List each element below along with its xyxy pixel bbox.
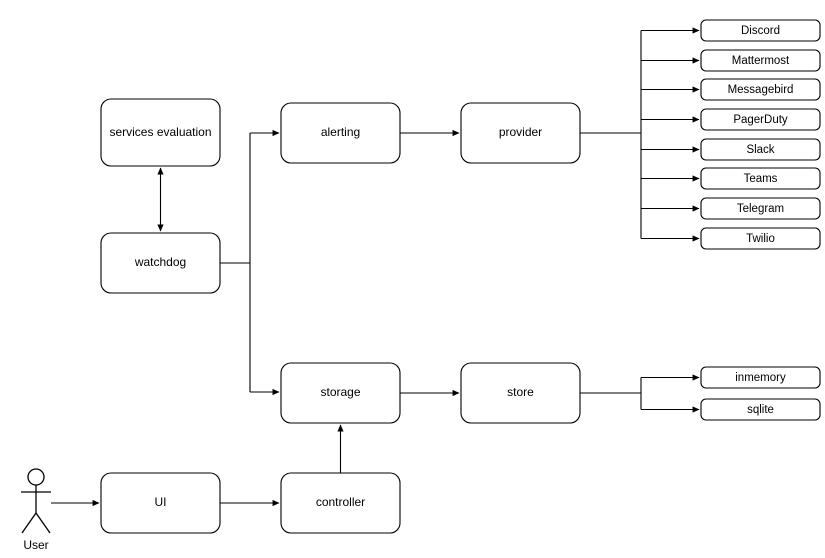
node-twilio-box[interactable] (700, 227, 821, 250)
node-storage-label: storage (320, 385, 360, 399)
node-teams[interactable]: Teams (700, 167, 821, 190)
actor-user-label: User (23, 538, 48, 552)
node-inmemory-label: inmemory (735, 372, 786, 384)
node-pagerduty-box[interactable] (700, 108, 821, 131)
provider-leaf-list: Discord Mattermost Messagebird PagerDuty… (700, 19, 821, 250)
node-storage[interactable]: storage (280, 362, 401, 424)
node-teams-label: Teams (744, 173, 778, 185)
node-twilio-label: Twilio (746, 233, 775, 245)
node-controller[interactable]: controller (280, 472, 401, 534)
node-sqlite-box[interactable] (700, 398, 821, 421)
node-slack-box[interactable] (700, 138, 821, 161)
node-store[interactable]: store (460, 362, 581, 424)
edge-layer (51, 27, 700, 507)
stick-figure-left-leg-icon (21, 512, 37, 534)
node-controller-label: controller (316, 495, 365, 509)
node-services-evaluation-box[interactable] (100, 98, 221, 167)
node-controller-box[interactable] (280, 472, 401, 534)
node-teams-box[interactable] (700, 167, 821, 190)
node-messagebird[interactable]: Messagebird (700, 78, 821, 101)
node-sqlite[interactable]: sqlite (700, 398, 821, 421)
stick-figure-right-leg-icon (35, 512, 51, 534)
node-provider[interactable]: provider (460, 102, 581, 164)
node-inmemory-box[interactable] (700, 366, 821, 389)
node-discord-label: Discord (741, 25, 780, 37)
node-watchdog-label: watchdog (134, 255, 186, 269)
store-leaf-list: inmemory sqlite (700, 366, 821, 421)
node-mattermost[interactable]: Mattermost (700, 49, 821, 72)
node-sqlite-label: sqlite (747, 404, 774, 416)
node-provider-label: provider (499, 125, 542, 139)
node-alerting-label: alerting (321, 125, 360, 139)
node-ui[interactable]: UI (100, 472, 221, 534)
node-mattermost-label: Mattermost (732, 55, 790, 67)
node-slack-label: Slack (746, 144, 774, 156)
node-mattermost-box[interactable] (700, 49, 821, 72)
node-ui-label: UI (155, 495, 167, 509)
node-alerting-box[interactable] (280, 102, 401, 164)
stick-figure-head-icon (27, 468, 45, 486)
node-twilio[interactable]: Twilio (700, 227, 821, 250)
node-storage-box[interactable] (280, 362, 401, 424)
node-slack[interactable]: Slack (700, 138, 821, 161)
node-ui-box[interactable] (100, 472, 221, 534)
node-alerting[interactable]: alerting (280, 102, 401, 164)
node-telegram-box[interactable] (700, 197, 821, 220)
node-watchdog[interactable]: watchdog (100, 232, 221, 294)
node-telegram-label: Telegram (737, 203, 784, 215)
actor-user[interactable]: User (21, 468, 51, 552)
node-provider-box[interactable] (460, 102, 581, 164)
node-discord-box[interactable] (700, 19, 821, 42)
node-pagerduty[interactable]: PagerDuty (700, 108, 821, 131)
node-store-label: store (507, 385, 534, 399)
node-services-evaluation-label: services evaluation (109, 125, 211, 139)
node-inmemory[interactable]: inmemory (700, 366, 821, 389)
node-discord[interactable]: Discord (700, 19, 821, 42)
node-pagerduty-label: PagerDuty (733, 114, 788, 126)
node-services-evaluation[interactable]: services evaluation (100, 98, 221, 167)
node-watchdog-box[interactable] (100, 232, 221, 294)
node-store-box[interactable] (460, 362, 581, 424)
node-messagebird-box[interactable] (700, 78, 821, 101)
node-telegram[interactable]: Telegram (700, 197, 821, 220)
node-messagebird-label: Messagebird (728, 84, 794, 96)
